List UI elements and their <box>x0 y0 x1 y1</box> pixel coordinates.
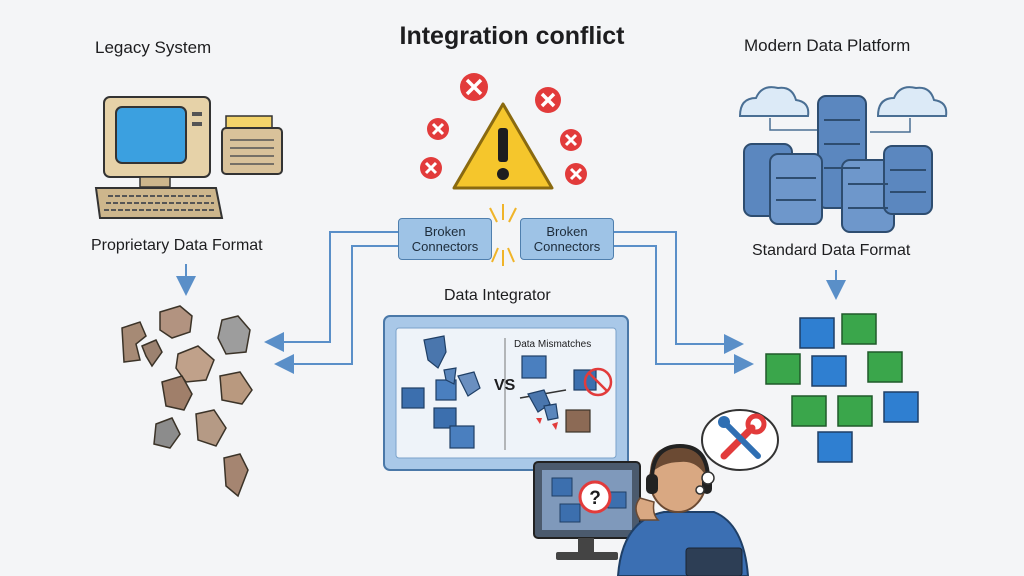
person-figure <box>616 445 750 576</box>
broken-legacy-data-pieces <box>121 305 253 498</box>
error-x-icon <box>560 129 582 151</box>
proprietary-format-label: Proprietary Data Format <box>91 237 263 254</box>
question-icon: ? <box>578 480 612 514</box>
cloud-icon <box>738 86 810 117</box>
legacy-system-label: Legacy System <box>95 38 212 57</box>
data-mismatches-label: Data Mismatches <box>514 339 592 350</box>
error-x-icon <box>535 87 561 113</box>
broken-connector-left: Broken Connectors <box>398 218 492 260</box>
broken-connector-right: Broken Connectors <box>520 218 614 260</box>
modern-platform-label: Modern Data Platform <box>744 36 911 55</box>
tools-icon <box>718 413 767 460</box>
server-icon <box>743 95 933 233</box>
vs-label: VS <box>494 377 516 394</box>
panel-left-cubes <box>401 335 481 449</box>
printer-icon <box>221 115 283 175</box>
warning-icon <box>452 102 554 190</box>
legacy-computer-icon <box>94 96 224 219</box>
error-x-icon <box>420 157 442 179</box>
data-integrator-label: Data Integrator <box>444 287 551 304</box>
panel-right-cubes <box>521 355 613 433</box>
svg-text:?: ? <box>589 488 601 509</box>
spark-icon <box>489 204 517 266</box>
error-x-icon <box>460 73 488 101</box>
connector-lines <box>264 231 754 374</box>
error-x-icon <box>427 118 449 140</box>
error-x-icon <box>565 163 587 185</box>
page-title: Integration conflict <box>399 22 625 50</box>
standard-data-cubes <box>765 313 919 463</box>
cloud-icon <box>876 86 948 117</box>
standard-format-label: Standard Data Format <box>752 242 911 259</box>
